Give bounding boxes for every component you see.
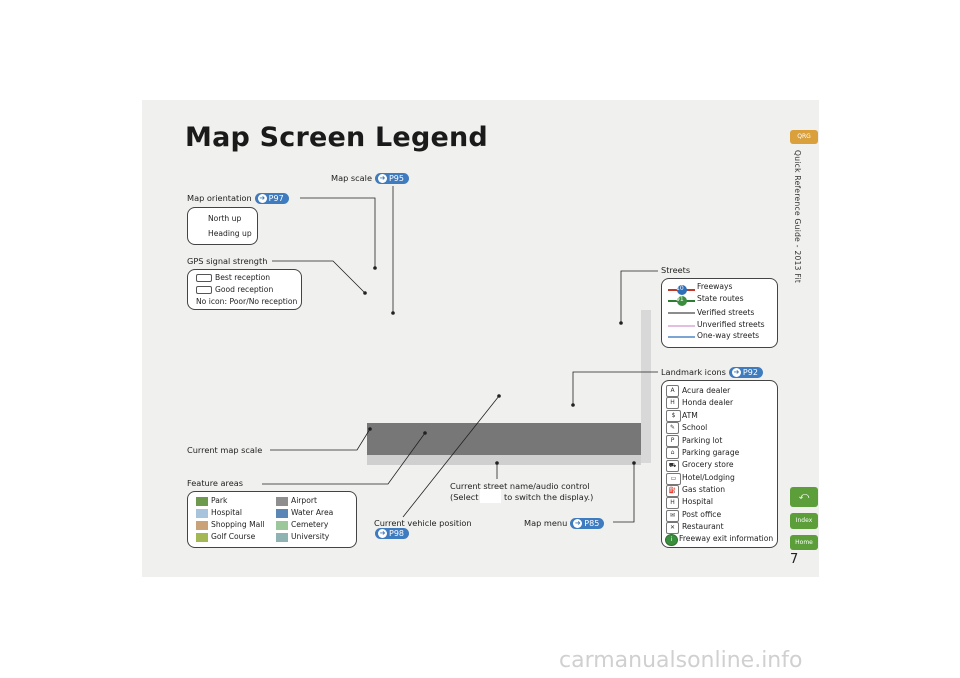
freeway-exit-icon: i: [665, 534, 678, 546]
gps-none-item: No icon: Poor/No reception: [196, 297, 298, 306]
atm-item: ATM: [682, 411, 698, 420]
water-area-item: Water Area: [291, 508, 334, 517]
state-routes-item: State routes: [697, 294, 744, 303]
parking-lot-icon: P: [666, 435, 679, 447]
map-scale-callout: Map scale➜P95: [331, 173, 409, 184]
heading-up-item: Heading up: [208, 229, 252, 238]
unverified-streets-item: Unverified streets: [697, 320, 765, 329]
honda-dealer-item: Honda dealer: [682, 398, 734, 407]
hotel-icon: ▭: [666, 473, 681, 485]
school-item: School: [682, 423, 708, 432]
current-street-callout-line2b: to switch the display.): [504, 492, 594, 502]
home-tab[interactable]: Home: [790, 535, 818, 550]
freeways-item: Freeways: [697, 282, 733, 291]
landmark-icons-callout: Landmark icons➜P92: [661, 367, 763, 378]
hospital-area-item: Hospital: [211, 508, 242, 517]
map-orientation-ref-link[interactable]: ➜P97: [254, 193, 289, 204]
page-title: Map Screen Legend: [185, 122, 488, 153]
grocery-store-icon: ⛟: [666, 460, 679, 472]
water-swatch: [276, 509, 288, 518]
map-scale-ref-link[interactable]: ➜P95: [374, 173, 409, 184]
acura-dealer-item: Acura dealer: [682, 386, 731, 395]
golf-course-item: Golf Course: [211, 532, 256, 541]
switch-display-button[interactable]: [480, 489, 501, 503]
arrow-icon: ➜: [573, 519, 583, 528]
airport-item: Airport: [291, 496, 317, 505]
shopping-mall-item: Shopping Mall: [211, 520, 265, 529]
verified-streets-item: Verified streets: [697, 308, 755, 317]
one-way-streets-item: One-way streets: [697, 331, 760, 340]
current-street-callout-line2a: (Select: [450, 492, 479, 502]
arrow-icon: ➜: [378, 529, 387, 538]
freeway-badge: 10: [676, 285, 684, 292]
atm-icon: $: [666, 410, 681, 422]
hospital-icon: H: [666, 497, 679, 509]
current-vehicle-ref: ➜P98: [372, 528, 410, 539]
orientation-box: North up Heading up: [187, 207, 258, 245]
acura-dealer-icon: A: [666, 385, 679, 397]
guide-title: Quick Reference Guide - 2013 Fit: [793, 150, 802, 284]
parking-lot-item: Parking lot: [682, 436, 723, 445]
hospital-swatch: [196, 509, 208, 518]
restaurant-icon: ✕: [666, 522, 679, 534]
state-route-badge: 91: [676, 296, 684, 303]
park-item: Park: [211, 496, 228, 505]
street-lines-icon: [668, 285, 695, 338]
cemetery-swatch: [276, 521, 288, 530]
index-tab[interactable]: Index: [790, 513, 818, 529]
park-swatch: [196, 497, 208, 506]
university-swatch: [276, 533, 288, 542]
post-office-item: Post office: [682, 510, 722, 519]
watermark: carmanualsonline.info: [559, 648, 803, 673]
current-map-scale-callout: Current map scale: [187, 445, 263, 455]
hotel-item: Hotel/Lodging: [682, 473, 735, 482]
feature-areas-callout: Feature areas: [187, 478, 244, 488]
grocery-store-item: Grocery store: [682, 460, 734, 469]
honda-dealer-icon: H: [666, 397, 679, 409]
streets-callout: Streets: [661, 265, 691, 275]
gps-callout: GPS signal strength: [187, 256, 268, 266]
gps-good-item: Good reception: [215, 285, 274, 294]
parking-garage-item: Parking garage: [682, 448, 740, 457]
feature-areas-box: Park Airport Hospital Water Area Shoppin…: [187, 491, 357, 548]
university-item: University: [291, 532, 330, 541]
gas-station-icon: ⛽: [666, 485, 679, 497]
signal-good-icon: [196, 286, 212, 294]
gas-station-item: Gas station: [682, 485, 726, 494]
cemetery-item: Cemetery: [291, 520, 329, 529]
current-street-callout-line1: Current street name/audio control: [450, 481, 590, 491]
map-menu-callout: Map menu➜P85: [524, 518, 605, 529]
post-office-icon: ✉: [666, 510, 679, 522]
gps-best-item: Best reception: [215, 273, 271, 282]
airport-swatch: [276, 497, 288, 506]
map-bottom-fade: [367, 455, 641, 465]
back-nav-icon[interactable]: ⤺: [790, 487, 818, 507]
streets-box: 10 91 Freeways State routes Verified str…: [661, 278, 778, 348]
parking-garage-icon: ⌂: [666, 447, 679, 459]
gps-box: Best reception Good reception No icon: P…: [187, 269, 302, 310]
map-edge: [641, 310, 651, 463]
hospital-item: Hospital: [682, 497, 713, 506]
map-menu-ref-link[interactable]: ➜P85: [570, 518, 605, 529]
signal-best-icon: [196, 274, 212, 282]
restaurant-item: Restaurant: [682, 522, 724, 531]
arrow-icon: ➜: [377, 174, 387, 183]
map-orientation-callout: Map orientation➜P97: [187, 193, 289, 204]
golf-swatch: [196, 533, 208, 542]
current-vehicle-ref-link[interactable]: ➜P98: [375, 528, 410, 539]
qrg-tab[interactable]: QRG: [790, 130, 818, 144]
school-icon: ✎: [666, 422, 679, 434]
landmark-box: A Acura dealer H Honda dealer $ ATM ✎ Sc…: [661, 380, 778, 548]
freeway-exit-item: Freeway exit information: [679, 534, 774, 543]
page-number: 7: [790, 552, 799, 567]
arrow-icon: ➜: [731, 368, 741, 377]
arrow-icon: ➜: [257, 194, 267, 203]
mall-swatch: [196, 521, 208, 530]
landmark-icons-ref-link[interactable]: ➜P92: [728, 367, 763, 378]
current-vehicle-callout: Current vehicle position: [374, 518, 472, 528]
north-up-item: North up: [208, 214, 242, 223]
